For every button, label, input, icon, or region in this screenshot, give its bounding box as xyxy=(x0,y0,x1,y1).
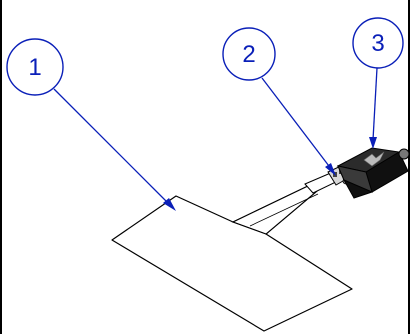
housing-end-knob xyxy=(398,148,410,160)
part-3-connector-housing xyxy=(336,147,410,199)
leader-arrow-2 xyxy=(325,163,336,176)
sheet-tail-fold xyxy=(232,221,267,235)
sheet-body xyxy=(111,184,353,332)
leader-line-3 xyxy=(372,67,378,141)
balloon-label-3: 3 xyxy=(371,30,384,57)
leader-arrow-1 xyxy=(163,198,176,211)
leader-arrow-3 xyxy=(369,137,377,149)
balloon-2: 2 xyxy=(222,27,336,176)
balloon-3: 3 xyxy=(352,17,404,149)
part-1-flat-sheet xyxy=(111,184,353,332)
sheet-tail-inner-edge xyxy=(249,193,319,227)
housing-front xyxy=(337,165,373,193)
balloon-1: 1 xyxy=(6,38,176,211)
leader-line-2 xyxy=(261,77,333,171)
leader-line-1 xyxy=(53,88,171,206)
housing-emblem xyxy=(363,151,385,167)
balloon-label-1: 1 xyxy=(28,54,41,81)
balloon-label-2: 2 xyxy=(242,41,255,68)
